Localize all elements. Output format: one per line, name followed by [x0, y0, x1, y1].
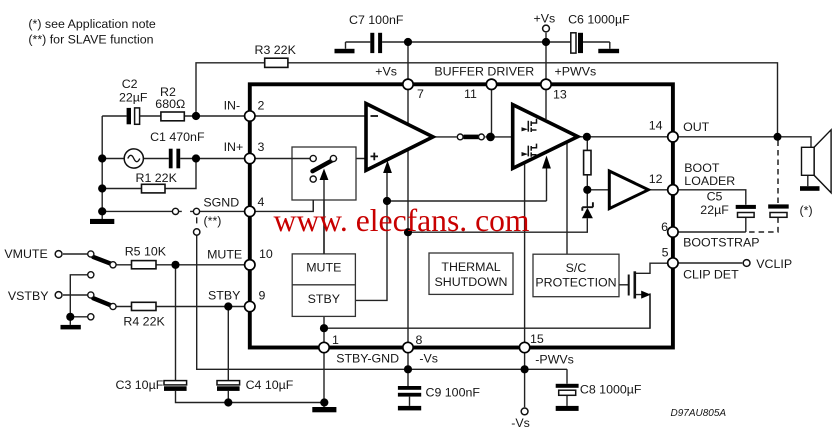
- svg-text:C2: C2: [122, 77, 138, 91]
- svg-text:C5: C5: [707, 190, 723, 204]
- svg-text:BOOTSTRAP: BOOTSTRAP: [683, 236, 759, 250]
- svg-text:1: 1: [332, 333, 339, 347]
- svg-text:STBY: STBY: [308, 292, 340, 306]
- svg-text:13: 13: [553, 88, 567, 102]
- svg-text:+PWVs: +PWVs: [555, 65, 597, 79]
- svg-text:R1 22K: R1 22K: [136, 171, 178, 185]
- svg-text:C6 1000µF: C6 1000µF: [568, 12, 630, 26]
- svg-text:C9 100nF: C9 100nF: [426, 386, 481, 400]
- svg-text:11: 11: [464, 87, 477, 101]
- svg-text:VMUTE: VMUTE: [4, 247, 47, 261]
- svg-text:LOADER: LOADER: [684, 174, 735, 188]
- svg-text:+Vs: +Vs: [534, 12, 556, 26]
- svg-text:(**) for SLAVE function: (**) for SLAVE function: [28, 33, 153, 47]
- svg-text:2: 2: [258, 99, 265, 113]
- svg-text:C4 10µF: C4 10µF: [246, 378, 294, 392]
- svg-text:7: 7: [417, 87, 424, 101]
- svg-text:C1 470nF: C1 470nF: [150, 130, 205, 144]
- svg-text:SHUTDOWN: SHUTDOWN: [435, 275, 508, 289]
- svg-text:+Vs: +Vs: [375, 65, 397, 79]
- svg-text:22µF: 22µF: [119, 91, 148, 105]
- svg-text:R2: R2: [160, 85, 176, 99]
- svg-text:THERMAL: THERMAL: [441, 260, 500, 274]
- svg-text:VCLIP: VCLIP: [756, 257, 792, 271]
- svg-text:VSTBY: VSTBY: [8, 289, 49, 303]
- svg-text:(**): (**): [204, 214, 222, 228]
- svg-text:6: 6: [661, 220, 668, 234]
- svg-text:S/C: S/C: [566, 261, 587, 275]
- svg-text:14: 14: [649, 119, 663, 133]
- svg-text:9: 9: [259, 289, 266, 303]
- svg-text:C7 100nF: C7 100nF: [349, 13, 404, 27]
- svg-text:(*) see Application note: (*) see Application note: [28, 17, 156, 31]
- svg-text:STBY: STBY: [208, 289, 240, 303]
- svg-text:SGND: SGND: [203, 196, 239, 210]
- svg-text:10: 10: [259, 247, 273, 261]
- svg-text:C3 10µF: C3 10µF: [116, 378, 164, 392]
- svg-text:BUFFER DRIVER: BUFFER DRIVER: [434, 65, 534, 79]
- svg-text:OUT: OUT: [683, 120, 710, 134]
- svg-text:IN-: IN-: [224, 99, 241, 113]
- svg-text:PROTECTION: PROTECTION: [535, 276, 616, 290]
- svg-text:R4 22K: R4 22K: [123, 315, 165, 329]
- svg-text:(*): (*): [800, 204, 813, 218]
- svg-text:R5 10K: R5 10K: [125, 245, 167, 259]
- svg-text:5: 5: [662, 246, 669, 260]
- svg-text:CLIP DET: CLIP DET: [683, 268, 739, 282]
- svg-text:12: 12: [649, 172, 663, 186]
- svg-text:680Ω: 680Ω: [155, 97, 185, 111]
- svg-text:22µF: 22µF: [700, 203, 729, 217]
- svg-text:MUTE: MUTE: [207, 248, 242, 262]
- svg-text:STBY-GND: STBY-GND: [336, 352, 399, 366]
- svg-text:4: 4: [258, 195, 265, 209]
- svg-text:15: 15: [530, 332, 544, 346]
- svg-text:MUTE: MUTE: [306, 261, 341, 275]
- svg-text:-Vs: -Vs: [511, 416, 530, 429]
- svg-text:IN+: IN+: [224, 140, 244, 154]
- svg-text:-PWVs: -PWVs: [535, 353, 574, 367]
- svg-text:R3 22K: R3 22K: [255, 43, 297, 57]
- svg-text:3: 3: [258, 140, 265, 154]
- svg-text:8: 8: [416, 333, 423, 347]
- svg-text:BOOT: BOOT: [684, 161, 720, 175]
- svg-text:C8 1000µF: C8 1000µF: [580, 383, 642, 397]
- svg-text:www. elecfans. com: www. elecfans. com: [274, 203, 530, 238]
- svg-text:-Vs: -Vs: [419, 352, 438, 366]
- svg-text:D97AU805A: D97AU805A: [671, 408, 727, 419]
